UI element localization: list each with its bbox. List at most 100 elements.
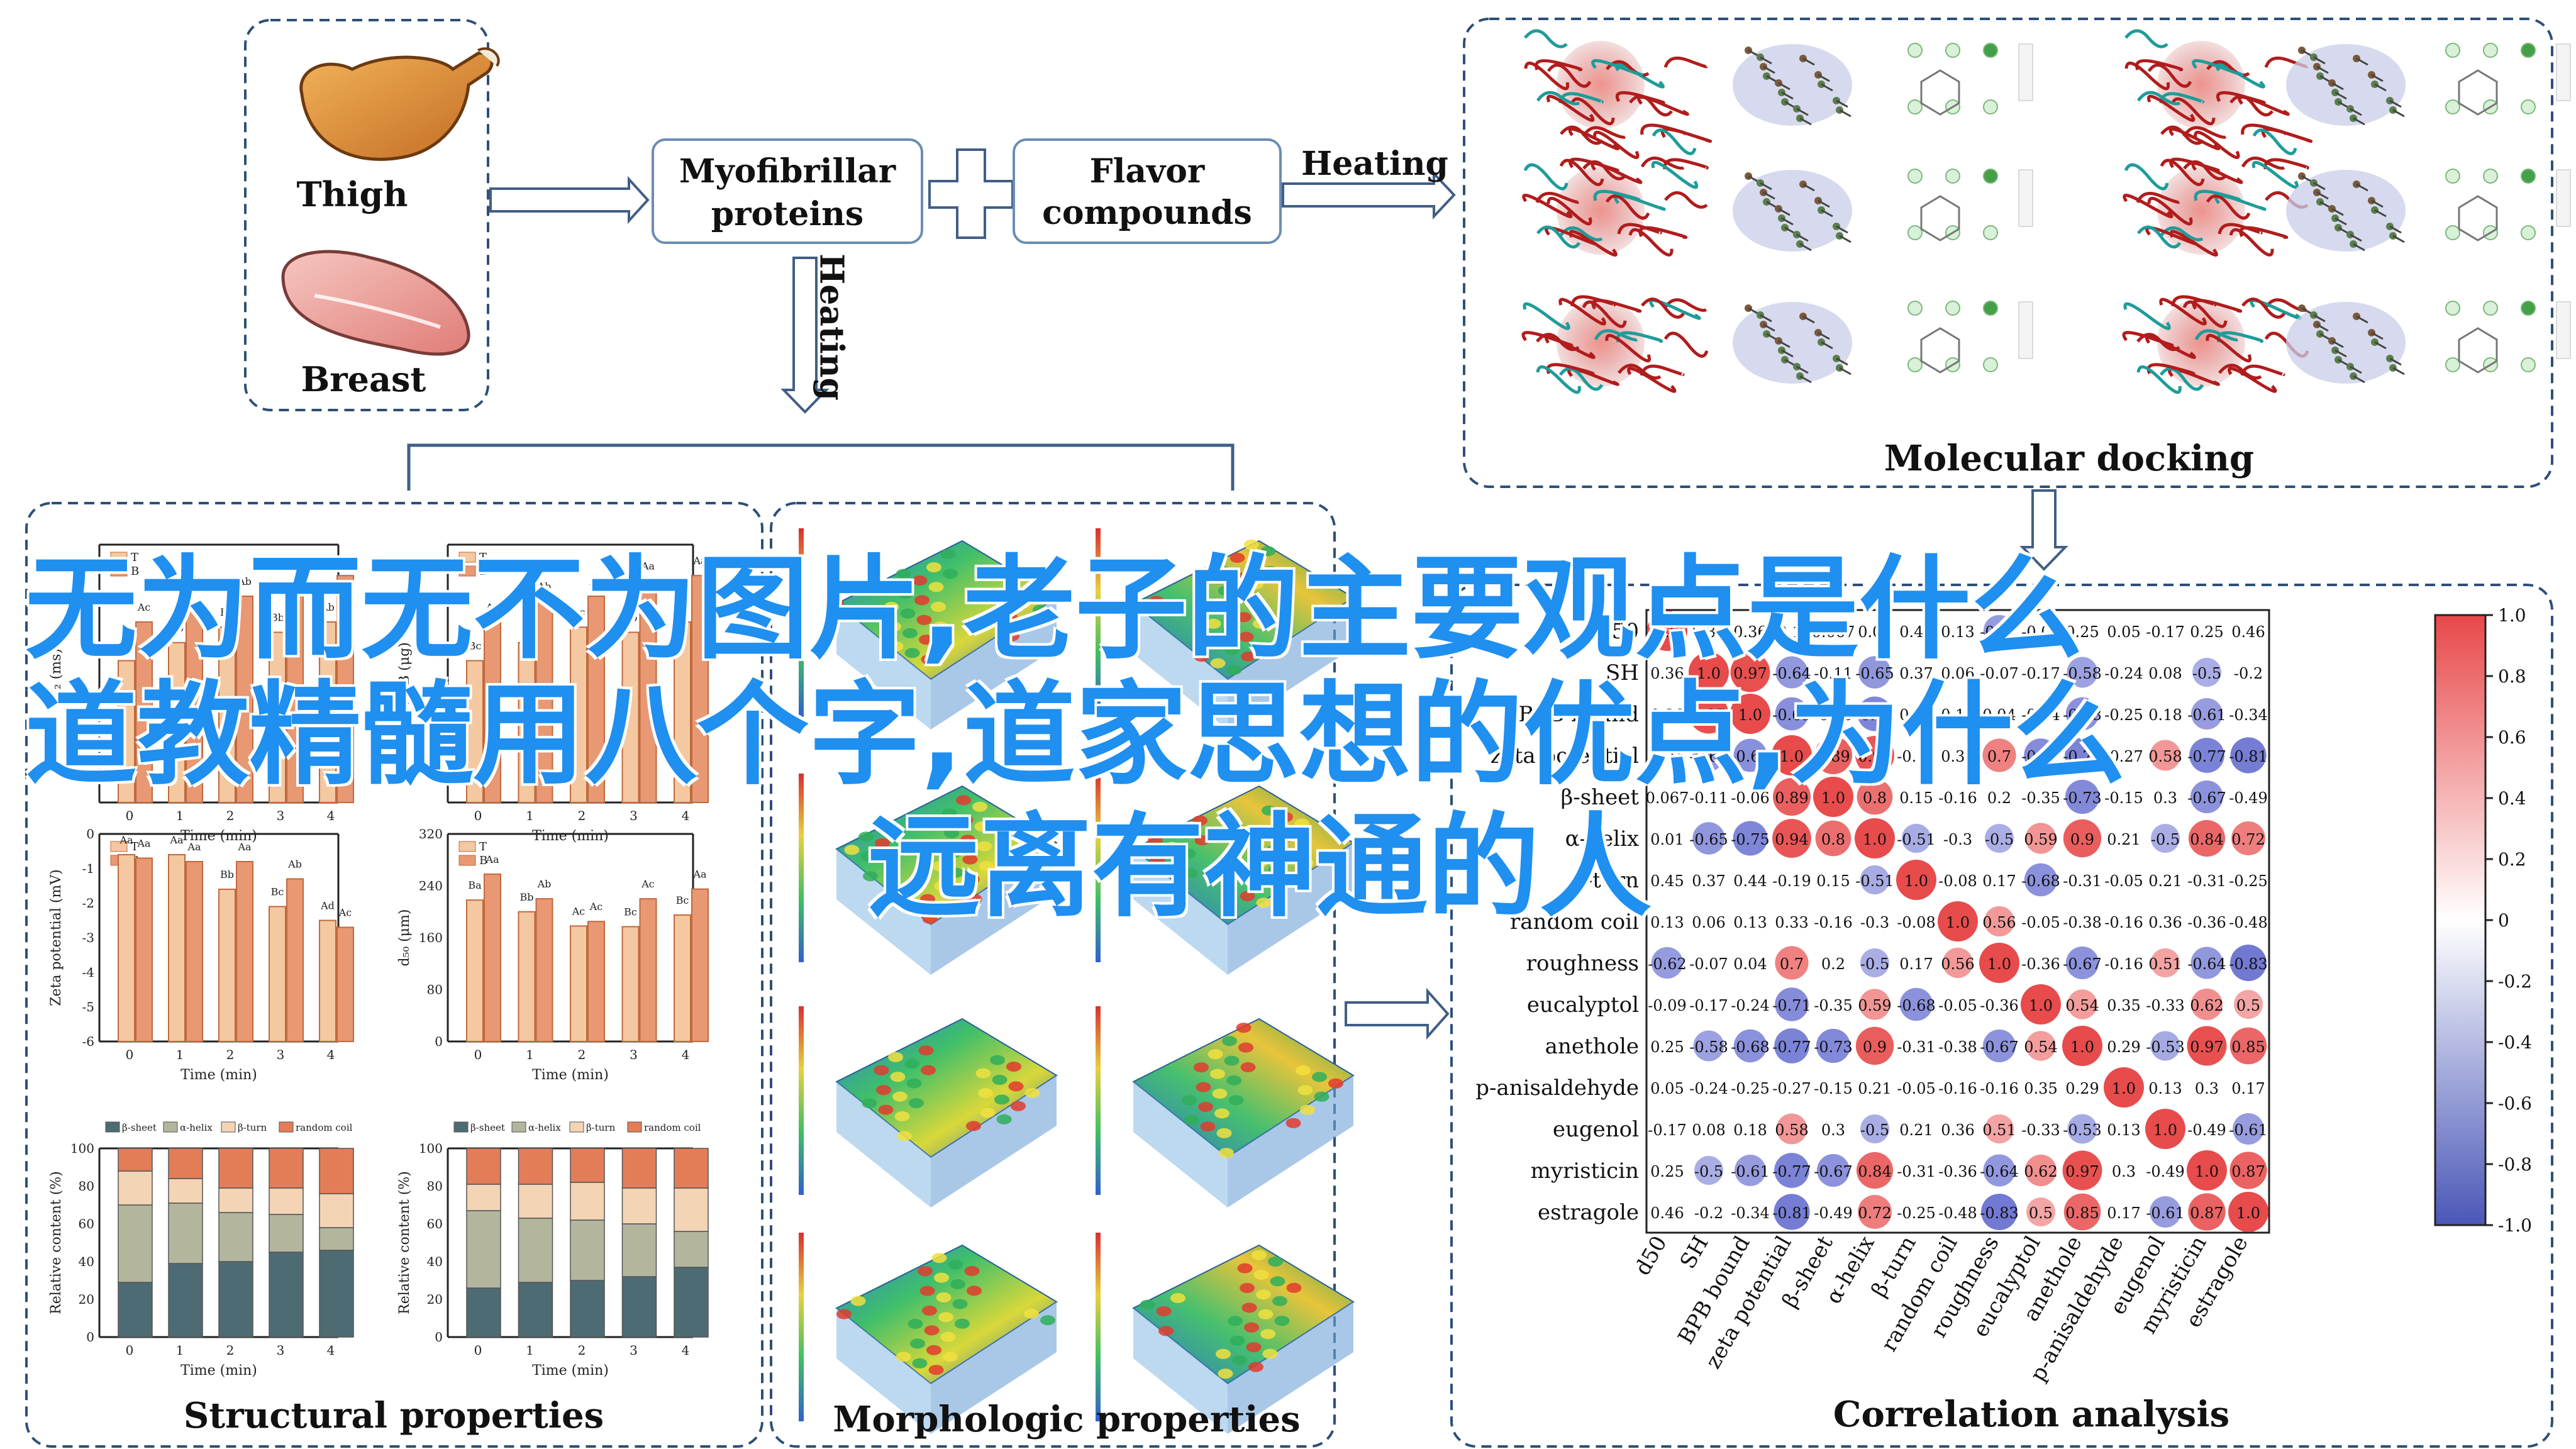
correlation-circle bbox=[2026, 1197, 2055, 1226]
correlation-circle bbox=[1938, 901, 1978, 941]
significance-letter: Bc bbox=[572, 606, 586, 618]
correlation-value: -0.16 bbox=[2104, 955, 2143, 973]
correlation-value: 0.97 bbox=[2065, 1163, 2099, 1180]
x-tick-label: 0 bbox=[126, 808, 134, 823]
correlation-value: 1.0 bbox=[1697, 665, 1721, 682]
correlation-value: -0.3 bbox=[1860, 914, 1889, 931]
correlation-value: -0.16 bbox=[1648, 748, 1687, 765]
correlation-value: -0.33 bbox=[2021, 1121, 2060, 1139]
correlation-circle bbox=[1982, 738, 2016, 772]
correlation-circle bbox=[1651, 947, 1684, 979]
y-axis-label: BPB (μg) bbox=[397, 642, 413, 705]
correlation-circle bbox=[1692, 739, 1725, 772]
correlation-value: 0.2 bbox=[1987, 789, 2011, 807]
stack-legend-label: random coil bbox=[644, 1122, 701, 1133]
correlation-value: 0.36 bbox=[1941, 1121, 1974, 1139]
correlation-value: -0.64 bbox=[1980, 1163, 2019, 1180]
correlation-value: 0.59 bbox=[1858, 997, 1891, 1014]
heating-down-label: Heating bbox=[813, 253, 851, 401]
correlation-value: -0.67 bbox=[2063, 955, 2102, 973]
bar-B bbox=[535, 898, 553, 1042]
x-tick-label: 1 bbox=[176, 1047, 184, 1062]
stacked-segment bbox=[319, 1250, 354, 1338]
correlation-value: 0.37 bbox=[1692, 872, 1725, 890]
correlation-circle bbox=[1814, 736, 1853, 775]
correlation-circle bbox=[1857, 696, 1892, 731]
surface-plot bbox=[835, 785, 1058, 975]
stacked-segment bbox=[674, 1148, 709, 1189]
bar-B bbox=[236, 596, 253, 803]
significance-letter: Aa bbox=[338, 555, 352, 567]
stacked-segment bbox=[118, 1148, 153, 1172]
correlation-circle bbox=[1901, 823, 1931, 853]
stacked-segment bbox=[118, 1282, 153, 1338]
correlation-circle bbox=[2190, 947, 2223, 979]
y-tick-label: 60 bbox=[427, 1216, 443, 1231]
correlation-value: 0.29 bbox=[2065, 1080, 2099, 1097]
row-label: myristicin bbox=[1531, 1158, 1639, 1184]
correlation-value: 0.13 bbox=[1941, 706, 1974, 724]
protein-ribbon bbox=[2123, 156, 2309, 257]
correlation-circle bbox=[1983, 614, 2016, 647]
correlation-circle bbox=[2063, 819, 2102, 858]
correlation-value: 0.44 bbox=[1733, 872, 1767, 890]
significance-letter: Ab bbox=[537, 878, 552, 890]
row-label: random coil bbox=[1510, 909, 1639, 935]
significance-letter: Aa bbox=[187, 841, 201, 853]
colorbar-tick-label: -0.2 bbox=[2498, 971, 2532, 992]
legend-swatch bbox=[110, 552, 128, 563]
interaction-2d-diagram bbox=[1907, 43, 2033, 116]
row-label: β-sheet bbox=[1561, 785, 1640, 810]
structural-panel bbox=[25, 502, 763, 1448]
correlation-value: -0.69 bbox=[1731, 748, 1770, 765]
correlation-value: -0.38 bbox=[2063, 914, 2102, 931]
bar-B bbox=[286, 580, 304, 804]
correlation-value: 0.18 bbox=[1733, 1121, 1767, 1139]
correlation-value: 1.0 bbox=[2195, 1163, 2219, 1180]
y-tick-label: 40 bbox=[427, 1254, 443, 1269]
bar-B bbox=[186, 861, 203, 1042]
bar-T bbox=[269, 631, 286, 804]
correlation-value: 0.59 bbox=[2024, 831, 2057, 848]
bar-T bbox=[168, 854, 186, 1042]
correlation-value: -0.2 bbox=[2234, 665, 2263, 682]
stack-legend-swatch bbox=[163, 1121, 178, 1133]
x-tick-label: 4 bbox=[682, 1047, 690, 1062]
stacked-segment bbox=[621, 1223, 657, 1277]
significance-letter: Ac bbox=[486, 601, 499, 613]
correlation-value: 0.17 bbox=[1982, 872, 2016, 890]
row-label: eucalyptol bbox=[1527, 992, 1639, 1018]
stacked-segment bbox=[518, 1218, 553, 1283]
correlation-circle bbox=[2104, 1067, 2144, 1108]
correlation-value: -0.73 bbox=[1814, 1038, 1853, 1056]
x-axis-label: Time (min) bbox=[532, 1067, 609, 1083]
significance-letter: Bc bbox=[520, 622, 533, 634]
correlation-value: -0.15 bbox=[2104, 789, 2143, 807]
stack-legend-swatch bbox=[511, 1121, 526, 1133]
correlation-circle bbox=[2190, 780, 2224, 814]
bar-T bbox=[518, 641, 536, 803]
stack-legend-swatch bbox=[105, 1121, 120, 1133]
y-tick-label: 80 bbox=[427, 1179, 443, 1194]
significance-letter: Aa bbox=[692, 555, 707, 567]
correlation-circle bbox=[2150, 948, 2180, 978]
ligand-surface bbox=[2286, 44, 2406, 126]
bar-B bbox=[691, 888, 709, 1042]
correlation-value: -0.61 bbox=[2187, 706, 2226, 724]
x-tick-label: 2 bbox=[578, 808, 586, 823]
correlation-circle bbox=[2187, 1150, 2227, 1191]
stacked-segment bbox=[621, 1187, 657, 1224]
interaction-2d-diagram bbox=[1907, 169, 2033, 242]
legend-label: T bbox=[479, 840, 487, 853]
molecular-docking-panel bbox=[1463, 18, 2553, 488]
significance-letter: Bc bbox=[676, 894, 689, 906]
stacked-segment bbox=[168, 1178, 203, 1204]
correlation-circle bbox=[1857, 779, 1893, 815]
x-tick-label: 1 bbox=[526, 808, 534, 823]
y-axis-label: Zeta potential (mV) bbox=[48, 869, 64, 1006]
x-tick-label: 3 bbox=[277, 1047, 285, 1062]
correlation-circle bbox=[2062, 1026, 2102, 1066]
stacked-segment bbox=[518, 1184, 553, 1219]
bar-T bbox=[269, 906, 286, 1042]
arrow-meat-to-proteins bbox=[489, 175, 650, 225]
